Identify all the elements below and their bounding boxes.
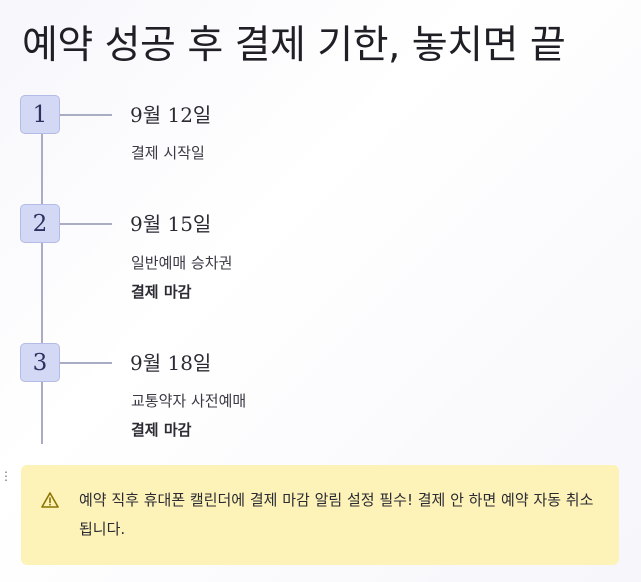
warning-icon [41,492,59,508]
callout-text: 예약 직후 휴대폰 캘린더에 결제 마감 알림 설정 필수! 결제 안 하면 예… [79,491,594,538]
step-date: 9월 12일 [130,103,212,127]
timeline-line [41,114,43,444]
step-number-badge: 2 [20,204,60,243]
step-description: 일반예매 승차권 [131,254,233,272]
step-connector [60,114,112,116]
step-date: 9월 18일 [130,351,212,375]
block-drag-handle-icon[interactable]: ⋮ [0,469,12,483]
page-title: 예약 성공 후 결제 기한, 놓치면 끝 [22,23,566,68]
step-number-badge: 3 [20,343,60,382]
step-connector [60,362,112,364]
step-description: 결제 시작일 [131,144,205,162]
step-deadline-label: 결제 마감 [131,421,192,439]
warning-callout: 예약 직후 휴대폰 캘린더에 결제 마감 알림 설정 필수! 결제 안 하면 예… [21,465,619,565]
step-connector [60,223,112,225]
step-description: 교통약자 사전예매 [131,392,247,410]
step-number-badge: 1 [20,95,60,134]
step-deadline-label: 결제 마감 [131,283,192,301]
step-date: 9월 15일 [130,212,212,236]
